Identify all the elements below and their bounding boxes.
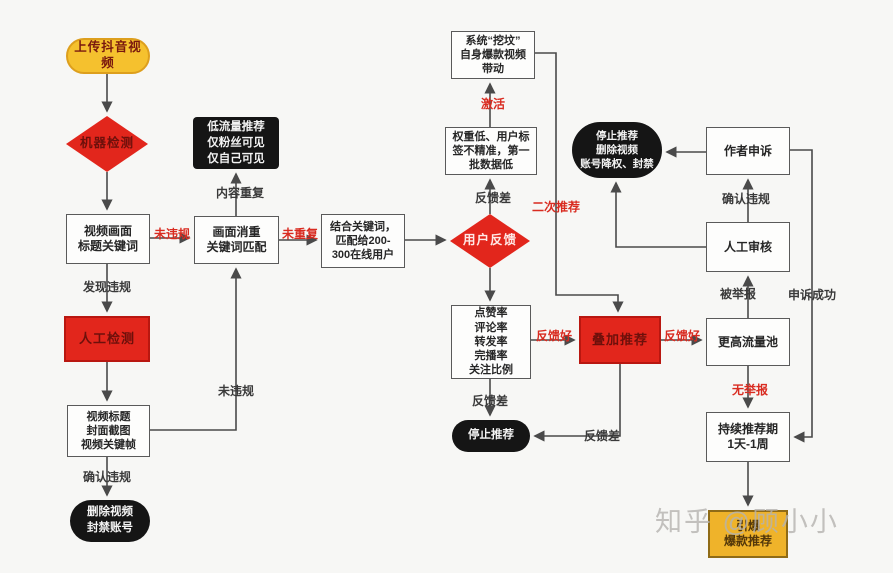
label-activate: 激活 [480, 97, 506, 111]
label-feedback-good-2: 反馈好 [663, 329, 701, 343]
arrow-grave-digging-to-stacked-rec [535, 52, 624, 313]
arrow-stacked-rec-to-stop-rec [533, 364, 621, 442]
node-title-cover-keyframes: 视频标题 封面截图 视频关键帧 [67, 405, 150, 457]
zhihu-watermark: 知乎 @顾小小 [655, 507, 839, 537]
label-feedback-bad-3: 反馈差 [583, 429, 621, 443]
node-match-online-users: 结合关键词， 匹配给200- 300在线用户 [321, 214, 405, 268]
node-dedup-keyword-match: 画面消重 关键词匹配 [194, 216, 279, 264]
node-video-frame-keywords: 视频画面 标题关键词 [66, 214, 150, 264]
node-low-weight-bad-tags: 权重低、用户标 签不精准，第一 批数据低 [445, 127, 537, 175]
node-author-appeal: 作者申诉 [706, 127, 790, 175]
label-second-recommend: 二次推荐 [531, 200, 581, 214]
node-delete-video-ban-account: 删除视频 封禁账号 [70, 500, 150, 542]
arrow-manual-review-to-stop-delete [610, 181, 706, 248]
label-not-duplicate: 未重复 [281, 227, 319, 241]
label-violation-confirmed-1: 确认违规 [82, 470, 132, 484]
node-upload-video: 上传抖音视频 [66, 38, 150, 74]
node-stacked-recommend: 叠加推荐 [579, 316, 661, 364]
node-stop-delete-demote: 停止推荐 删除视频 账号降权、封禁 [572, 122, 662, 178]
label-feedback-good-1: 反馈好 [535, 329, 573, 343]
label-feedback-bad-2: 反馈差 [471, 394, 509, 408]
arrow-title-cover-to-dedup [150, 267, 242, 431]
label-appeal-success: 申诉成功 [787, 288, 837, 302]
node-hit-recommend: 引爆 爆款推荐 [708, 510, 788, 558]
node-manual-detect: 人工检测 [64, 316, 150, 362]
node-low-traffic-recommend: 低流量推荐 仅粉丝可见 仅自己可见 [193, 117, 279, 169]
node-stop-recommend: 停止推荐 [452, 420, 530, 452]
arrow-author-appeal-to-sustained [790, 149, 813, 443]
label-not-violating-2: 未违规 [217, 384, 255, 398]
label-feedback-bad-1: 反馈差 [474, 191, 512, 205]
label-no-report: 无举报 [731, 383, 769, 397]
node-engagement-metrics: 点赞率 评论率 转发率 完播率 关注比例 [451, 305, 531, 379]
node-manual-review: 人工审核 [706, 222, 790, 272]
label-reported: 被举报 [719, 287, 757, 301]
node-system-grave-digging: 系统“挖坟” 自身爆款视频 带动 [451, 31, 535, 79]
label-not-violating-1: 未违规 [153, 227, 191, 241]
label-content-duplicate: 内容重复 [215, 186, 265, 200]
node-sustained-recommend: 持续推荐期 1天-1周 [706, 412, 790, 462]
node-higher-traffic-pool: 更高流量池 [706, 318, 790, 366]
label-violation-found: 发现违规 [82, 280, 132, 294]
label-violation-confirmed-2: 确认违规 [721, 192, 771, 206]
